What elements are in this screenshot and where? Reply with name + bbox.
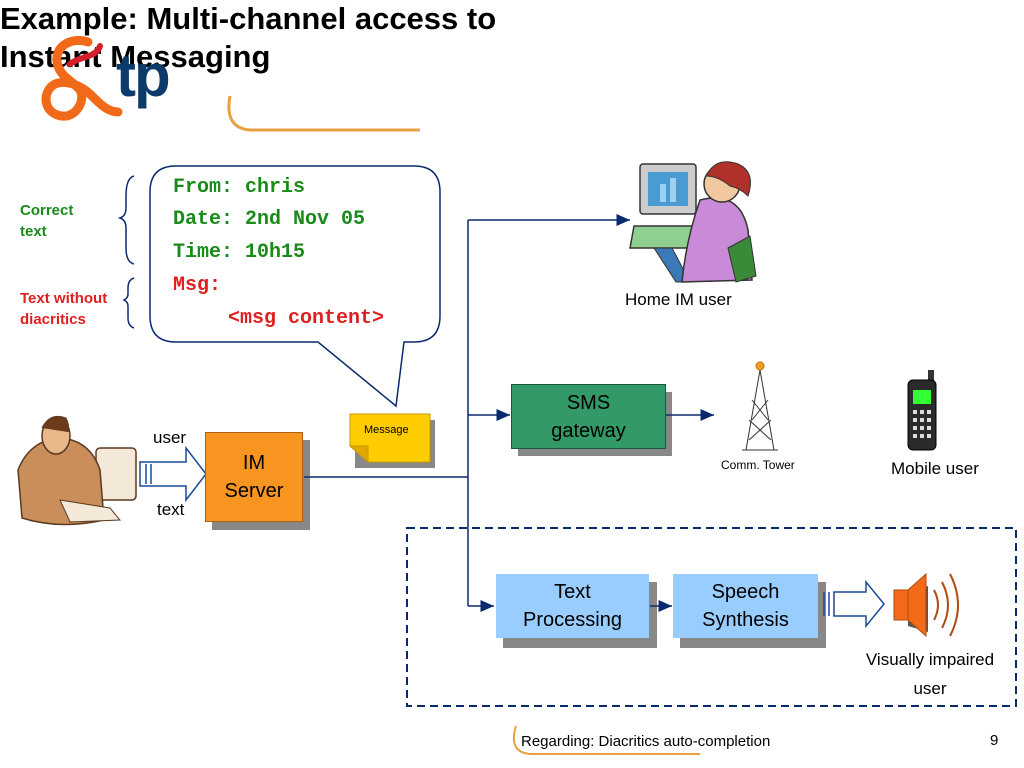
connector-lines — [304, 214, 714, 612]
title-underline — [227, 95, 420, 132]
page-number: 9 — [990, 732, 999, 749]
text-processing-box: Text Processing — [496, 574, 649, 638]
title-line-2: Instant Messaging — [0, 39, 271, 74]
text-processing-line-2: Processing — [523, 609, 622, 631]
sms-gateway-line-1: SMS — [566, 391, 611, 414]
correct-text-line-1: Correct — [20, 202, 74, 219]
message-bubble — [149, 165, 441, 408]
sms-gateway-box: SMS gateway — [511, 384, 666, 449]
comm-tower-icon — [742, 361, 778, 451]
office-worker-icon — [17, 415, 137, 526]
text-processing-line-1: Text — [554, 581, 591, 603]
im-server-box: IM Server — [205, 432, 303, 522]
home-user-label: Home IM user — [625, 290, 732, 309]
footer-underline — [512, 725, 700, 755]
title-line-1: Example: Multi-channel access to — [0, 1, 497, 36]
correct-text-line-2: text — [20, 223, 47, 240]
user-label: user — [153, 428, 187, 447]
impaired-user-line-2: user — [913, 679, 947, 698]
bubble-msg-label: Msg: — [173, 274, 222, 297]
im-server-line-1: IM — [242, 452, 266, 474]
no-diacritics-line-1: Text without — [20, 290, 108, 307]
logo-ampersand-icon — [41, 36, 123, 121]
correct-text-bracket — [117, 175, 135, 265]
speaker-icon — [893, 572, 959, 638]
bubble-from: From: chris — [173, 176, 306, 199]
page-title: Example: Multi-channel access to Instant… — [0, 0, 620, 76]
sms-gateway-line-2: gateway — [551, 419, 626, 442]
bubble-msg-content: <msg content> — [228, 307, 385, 330]
user-to-server-arrow — [139, 445, 207, 503]
accessibility-region — [406, 527, 1017, 707]
speech-synthesis-box: Speech Synthesis — [673, 574, 818, 638]
impaired-user-label: Visually impaired user — [852, 645, 1008, 703]
no-diacritics-bracket — [122, 277, 135, 329]
message-note-label: Message — [364, 424, 409, 436]
impaired-user-line-1: Visually impaired — [865, 650, 995, 669]
im-server-line-2: Server — [224, 480, 284, 502]
tower-label: Comm. Tower — [721, 458, 795, 472]
speech-synthesis-line-2: Synthesis — [702, 609, 789, 631]
footer-text: Regarding: Diacritics auto-completion — [521, 733, 771, 750]
mobile-user-label: Mobile user — [891, 459, 979, 478]
text-label: text — [157, 500, 185, 519]
home-user-icon — [629, 161, 757, 283]
speech-to-speaker-arrow — [833, 579, 885, 629]
speech-synthesis-line-1: Speech — [711, 581, 780, 603]
bubble-time: Time: 10h15 — [173, 241, 306, 264]
bubble-date: Date: 2nd Nov 05 — [173, 208, 366, 231]
mobile-phone-icon — [907, 370, 937, 451]
message-note — [349, 413, 431, 463]
logo-text: tp — [116, 42, 171, 109]
no-diacritics-annotation: Text without diacritics — [20, 288, 107, 330]
no-diacritics-line-2: diacritics — [20, 311, 86, 328]
correct-text-annotation: Correct text — [20, 200, 73, 242]
